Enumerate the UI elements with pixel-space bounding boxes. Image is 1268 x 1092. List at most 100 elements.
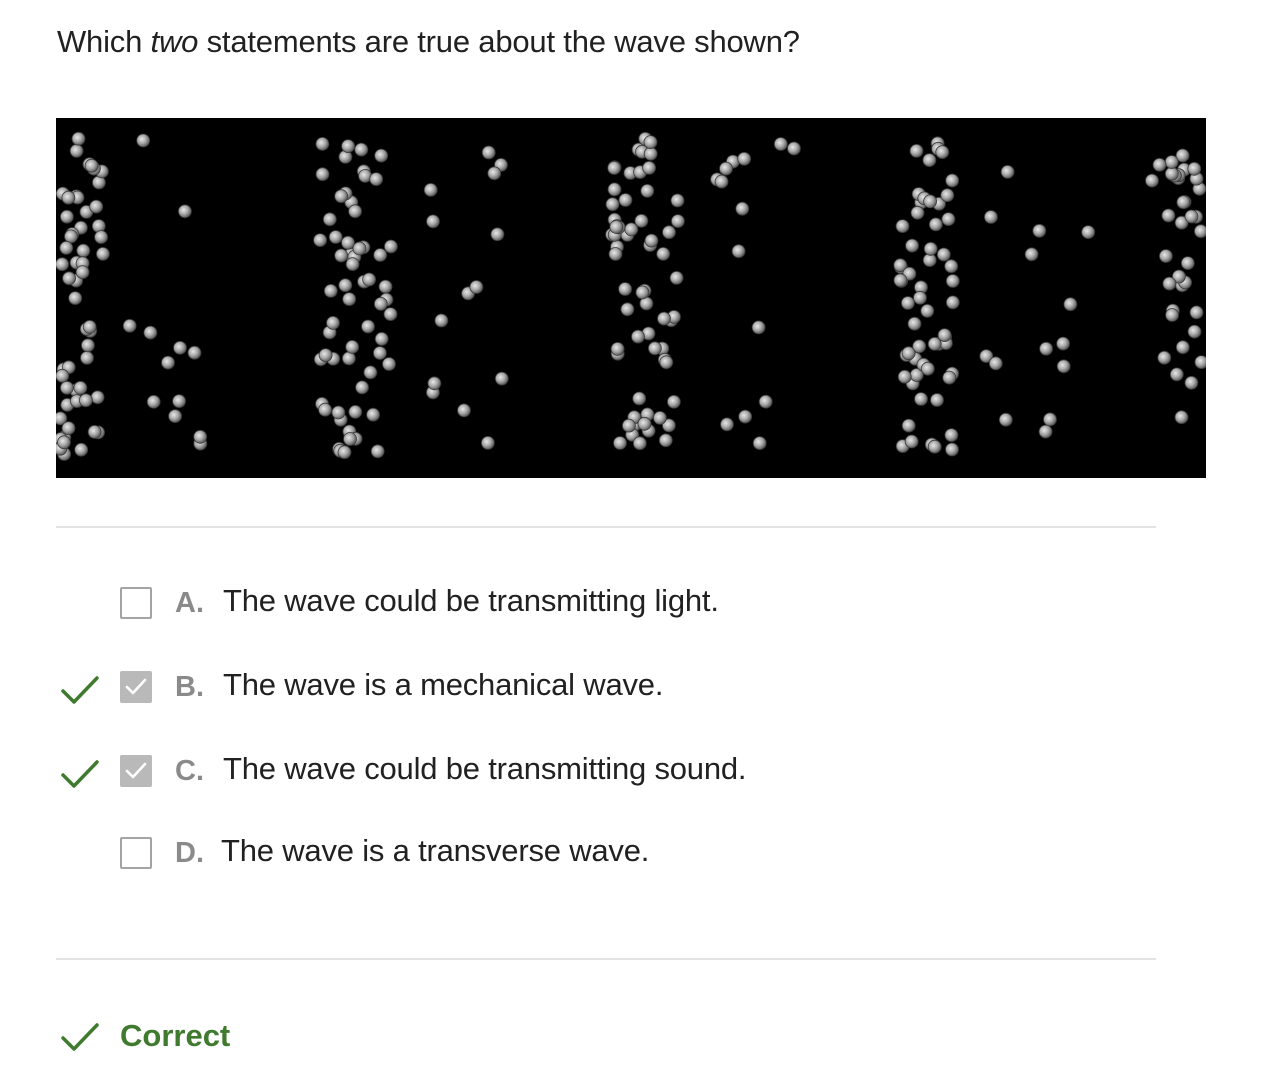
particle (945, 442, 959, 457)
particle (640, 184, 655, 198)
particle (341, 235, 355, 250)
particle (632, 436, 647, 451)
particle (122, 318, 137, 333)
particle (930, 393, 944, 407)
particle (657, 311, 671, 326)
particle (893, 273, 908, 288)
particle (82, 319, 97, 334)
particle (1056, 336, 1070, 351)
particle (979, 349, 994, 364)
particle (1145, 173, 1159, 188)
particle (363, 365, 378, 380)
particle (334, 189, 349, 204)
option-c-checkbox[interactable] (120, 755, 152, 787)
particle (719, 161, 733, 176)
particle (751, 320, 766, 335)
particle (928, 217, 943, 232)
particle (68, 291, 83, 306)
particle (173, 340, 187, 355)
particle (735, 201, 750, 216)
particle (94, 230, 108, 244)
particle (1038, 424, 1053, 439)
particle (328, 230, 343, 244)
divider-top (56, 526, 1156, 528)
particle (59, 240, 74, 255)
particle (607, 161, 622, 175)
correct-check-icon (61, 676, 99, 704)
particle (1165, 308, 1179, 322)
option-d-letter: D. (175, 837, 204, 869)
option-a-letter: A. (175, 587, 204, 619)
particle (71, 131, 86, 146)
particle (56, 257, 69, 272)
particle (362, 272, 377, 287)
particle (90, 390, 105, 405)
particle (348, 404, 363, 419)
particle (907, 316, 922, 331)
particle (927, 336, 942, 351)
particle (643, 135, 658, 150)
particle (481, 145, 496, 160)
particle (56, 368, 70, 383)
particle (659, 355, 674, 370)
particle (383, 239, 398, 254)
particle (984, 210, 998, 224)
particle (57, 435, 71, 450)
particle (342, 292, 357, 307)
particle (945, 173, 960, 188)
particle (331, 405, 346, 420)
option-c[interactable]: C. The wave could be transmitting sound. (0, 749, 1268, 797)
option-b-text: The wave is a mechanical wave. (223, 667, 664, 702)
particle (607, 182, 622, 197)
particle (905, 238, 919, 253)
particle (91, 219, 106, 233)
particle (1161, 208, 1176, 223)
option-a-checkbox[interactable] (120, 587, 152, 619)
option-b[interactable]: B. The wave is a mechanical wave. (0, 665, 1268, 713)
option-b-checkbox[interactable] (120, 671, 152, 703)
particle (1157, 350, 1172, 365)
particle (76, 243, 91, 258)
particle (920, 361, 935, 376)
particle (426, 214, 440, 229)
particle (737, 151, 752, 166)
particle (1000, 165, 1015, 179)
particle (1081, 225, 1096, 239)
particle (773, 137, 788, 151)
particle (787, 141, 801, 156)
particle (469, 280, 484, 294)
particle (1180, 256, 1195, 271)
particle (61, 421, 76, 436)
particle (80, 350, 94, 365)
option-a[interactable]: A. The wave could be transmitting light. (0, 581, 1268, 629)
particle (758, 394, 773, 409)
particle (73, 380, 88, 395)
particle (988, 356, 1003, 371)
option-c-text: The wave could be transmitting sound. (223, 751, 747, 786)
particle (1187, 324, 1202, 339)
checkbox-check-icon (125, 678, 147, 695)
particle (423, 183, 438, 197)
particle (341, 139, 356, 154)
question-text: Which two statements are true about the … (57, 22, 800, 62)
particle (608, 247, 623, 261)
particle (642, 161, 656, 175)
option-d-checkbox[interactable] (120, 837, 152, 869)
particle (653, 410, 667, 425)
option-d[interactable]: D. The wave is a transverse wave. (0, 831, 1268, 879)
particle (61, 190, 76, 205)
particle (662, 225, 676, 240)
particle (634, 213, 649, 228)
particle (370, 444, 385, 459)
particle (1174, 215, 1189, 230)
particle (620, 302, 635, 317)
particle (355, 380, 370, 395)
particle (720, 417, 734, 432)
particle (96, 246, 110, 261)
particle (669, 270, 684, 285)
particle (373, 248, 388, 262)
particle (1024, 247, 1039, 262)
check-icon (61, 1023, 99, 1051)
particle (635, 285, 650, 300)
question-suffix: statements are true about the wave shown… (198, 24, 800, 59)
